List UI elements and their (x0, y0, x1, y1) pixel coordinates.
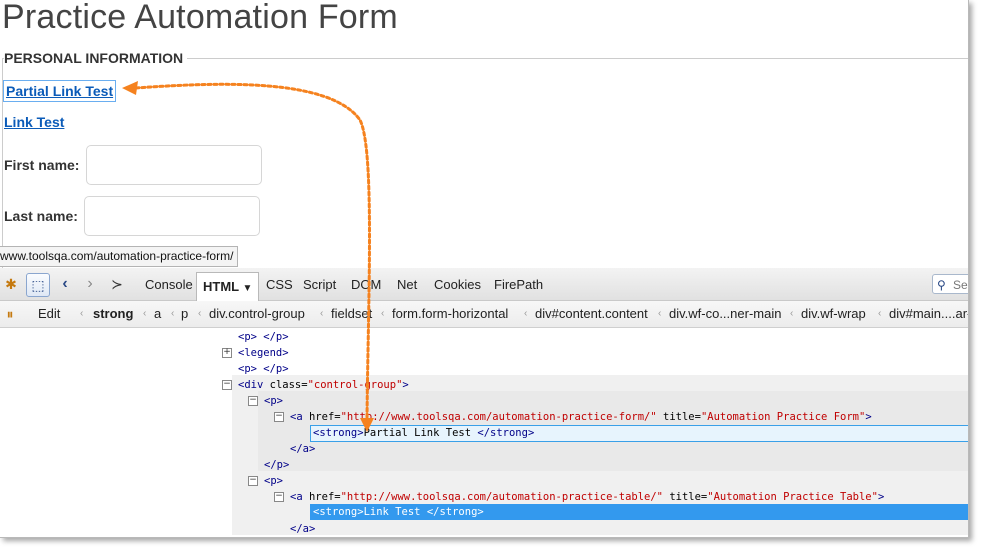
last-name-label: Last name: (4, 208, 78, 224)
tab-firepath[interactable]: FirePath (494, 277, 544, 292)
firebug-bug-icon[interactable]: ✱ (5, 276, 17, 292)
breadcrumb-p[interactable]: p (181, 306, 189, 321)
collapse-minus-icon[interactable]: − (274, 491, 284, 502)
tree-node-a-form[interactable]: <a href="http://www.toolsqa.com/automati… (290, 411, 872, 423)
breadcrumb-control-group[interactable]: div.control-group (209, 306, 305, 321)
selected-node-highlight[interactable]: <strong>Link Test </strong> (310, 504, 968, 520)
collapse-minus-icon[interactable]: − (274, 411, 284, 422)
tab-script[interactable]: Script (303, 277, 337, 292)
fieldset-legend: PERSONAL INFORMATION (4, 50, 188, 66)
breadcrumb-separator-icon: ‹ (198, 308, 202, 319)
selected-node-outline (310, 425, 968, 442)
breadcrumb-separator-icon: ‹ (878, 308, 882, 319)
tab-css[interactable]: CSS (266, 277, 293, 292)
tree-node-p-empty-2[interactable]: <p> </p> (238, 363, 289, 375)
collapse-minus-icon[interactable]: − (248, 395, 258, 406)
breadcrumb-form[interactable]: form.form-horizontal (392, 306, 509, 321)
arrowhead-left-icon (122, 81, 138, 95)
tab-cookies[interactable]: Cookies (434, 277, 481, 292)
tree-node-div-control-group[interactable]: <div class="control-group"> (238, 379, 409, 391)
annotation-arrow-path (134, 82, 371, 422)
search-icon: ⚲ (937, 278, 946, 292)
dropdown-caret-icon[interactable]: ▼ (242, 283, 253, 294)
command-line-icon[interactable]: ≻ (111, 276, 123, 292)
inspect-element-button[interactable]: ⬚ (26, 273, 50, 297)
break-on-mutate-icon[interactable]: ⏸ (6, 306, 14, 322)
tree-node-a-close-2[interactable]: </a> (290, 523, 316, 535)
inspect-pointer-icon: ⬚ (31, 277, 45, 293)
breadcrumb-container-main[interactable]: div.wf-co...ner-main (669, 306, 782, 321)
tree-node-strong-partial[interactable]: <strong>Partial Link Test </strong> (313, 427, 535, 439)
tab-dom[interactable]: DOM (351, 277, 382, 292)
collapse-minus-icon[interactable]: − (222, 379, 232, 390)
page-title: Practice Automation Form (2, 0, 398, 36)
breadcrumb-separator-icon: ‹ (658, 308, 662, 319)
partial-link-test[interactable]: Partial Link Test (3, 80, 117, 102)
firebug-main-toolbar: ✱ ⬚ ‹ › ≻ Console HTML ▼ CSS Script DOM … (0, 268, 968, 301)
breadcrumb-separator-icon: ‹ (790, 308, 794, 319)
back-chevron-icon[interactable]: ‹ (62, 275, 68, 292)
search-input[interactable]: ⚲ Sea (932, 274, 968, 294)
tab-html[interactable]: HTML ▼ (196, 272, 260, 301)
collapse-minus-icon[interactable]: − (248, 475, 258, 486)
breadcrumb-separator-icon: ‹ (524, 308, 528, 319)
firebug-panel: ✱ ⬚ ‹ › ≻ Console HTML ▼ CSS Script DOM … (0, 268, 968, 537)
tab-net[interactable]: Net (397, 277, 418, 292)
breadcrumb-separator-icon: ‹ (381, 308, 385, 319)
breadcrumb-separator-icon: ‹ (320, 308, 324, 319)
tree-node-strong-link: <strong>Link Test </strong> (313, 506, 484, 518)
screenshot-frame: Practice Automation Form PERSONAL INFORM… (0, 0, 969, 538)
tree-node-p[interactable]: <p> (264, 395, 283, 407)
breadcrumb-separator-icon: ‹ (171, 308, 175, 319)
breadcrumb-strong[interactable]: strong (93, 306, 134, 321)
tree-node-p-2[interactable]: <p> (264, 475, 283, 487)
first-name-input[interactable] (86, 145, 262, 185)
breadcrumb-main[interactable]: div#main....ar- (889, 306, 969, 321)
breadcrumb-a[interactable]: a (154, 306, 162, 321)
tree-node-legend[interactable]: <legend> (238, 347, 289, 359)
edit-button[interactable]: Edit (38, 306, 61, 321)
arrowhead-down-icon (360, 418, 374, 432)
tree-node-p-empty[interactable]: <p> </p> (238, 331, 289, 343)
forward-chevron-icon[interactable]: › (87, 275, 93, 292)
html-breadcrumb-toolbar: ⏸ Edit ‹ strong ‹ a ‹ p ‹ div.control-gr… (0, 301, 968, 328)
tree-node-a-close[interactable]: </a> (290, 443, 316, 455)
annotation-arrow (122, 81, 374, 432)
expand-plus-icon[interactable]: + (222, 347, 232, 358)
tab-console[interactable]: Console (145, 277, 193, 292)
personal-info-fieldset (2, 58, 968, 279)
tab-html-label: HTML (203, 279, 239, 294)
breadcrumb-content[interactable]: div#content.content (535, 306, 648, 321)
html-tree-panel: <p> </p> + <legend> <p> </p> − <div clas… (0, 328, 968, 537)
search-placeholder: Sea (953, 278, 968, 292)
tree-node-a-table[interactable]: <a href="http://www.toolsqa.com/automati… (290, 491, 885, 503)
tree-node-p-close[interactable]: </p> (264, 459, 290, 471)
link-test[interactable]: Link Test (4, 114, 65, 130)
breadcrumb-separator-icon: ‹ (143, 308, 147, 319)
first-name-label: First name: (4, 157, 80, 173)
breadcrumb-fieldset[interactable]: fieldset (331, 306, 373, 321)
breadcrumb-wf-wrap[interactable]: div.wf-wrap (801, 306, 866, 321)
status-bar-url: www.toolsqa.com/automation-practice-form… (0, 246, 239, 267)
breadcrumb-scroll-icon[interactable]: ‹ (80, 308, 84, 319)
last-name-input[interactable] (84, 196, 260, 236)
